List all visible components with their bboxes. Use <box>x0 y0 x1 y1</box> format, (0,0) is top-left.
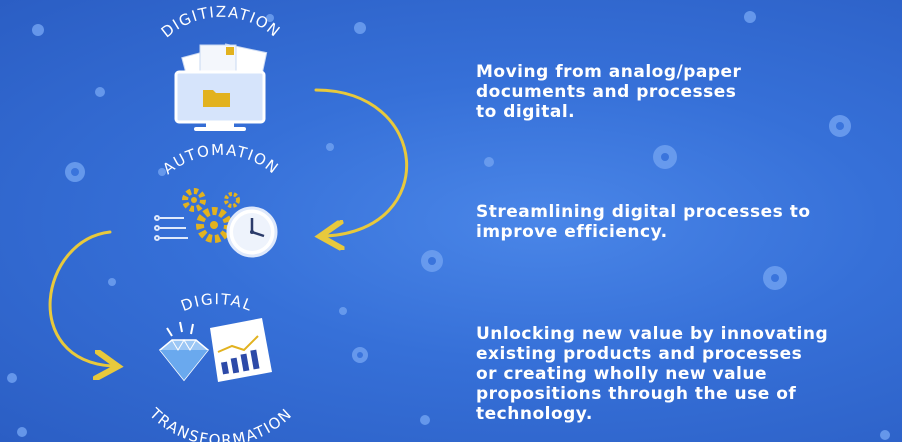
stage-description-digital-transformation: Unlocking new value by innovating existi… <box>476 324 829 424</box>
stage-title-digitization: DIGITIZATION <box>158 3 285 41</box>
diamond-chart-icon <box>158 318 272 382</box>
stage-description-automation: Streamlining digital processes to improv… <box>476 202 811 242</box>
background-dot-centers <box>71 122 844 358</box>
stage-title-digital: DIGITAL <box>178 290 255 315</box>
arrow-automation-to-digital <box>48 230 112 366</box>
stage-title-transformation: TRANSFORMATION <box>145 404 295 442</box>
stage-description-digitization: Moving from analog/paper documents and p… <box>476 62 742 122</box>
stage-title-automation: AUTOMATION <box>159 141 282 178</box>
gears-clock-icon <box>154 188 278 258</box>
arrow-digitization-to-automation <box>316 88 408 236</box>
computer-folder-icon <box>174 43 268 131</box>
